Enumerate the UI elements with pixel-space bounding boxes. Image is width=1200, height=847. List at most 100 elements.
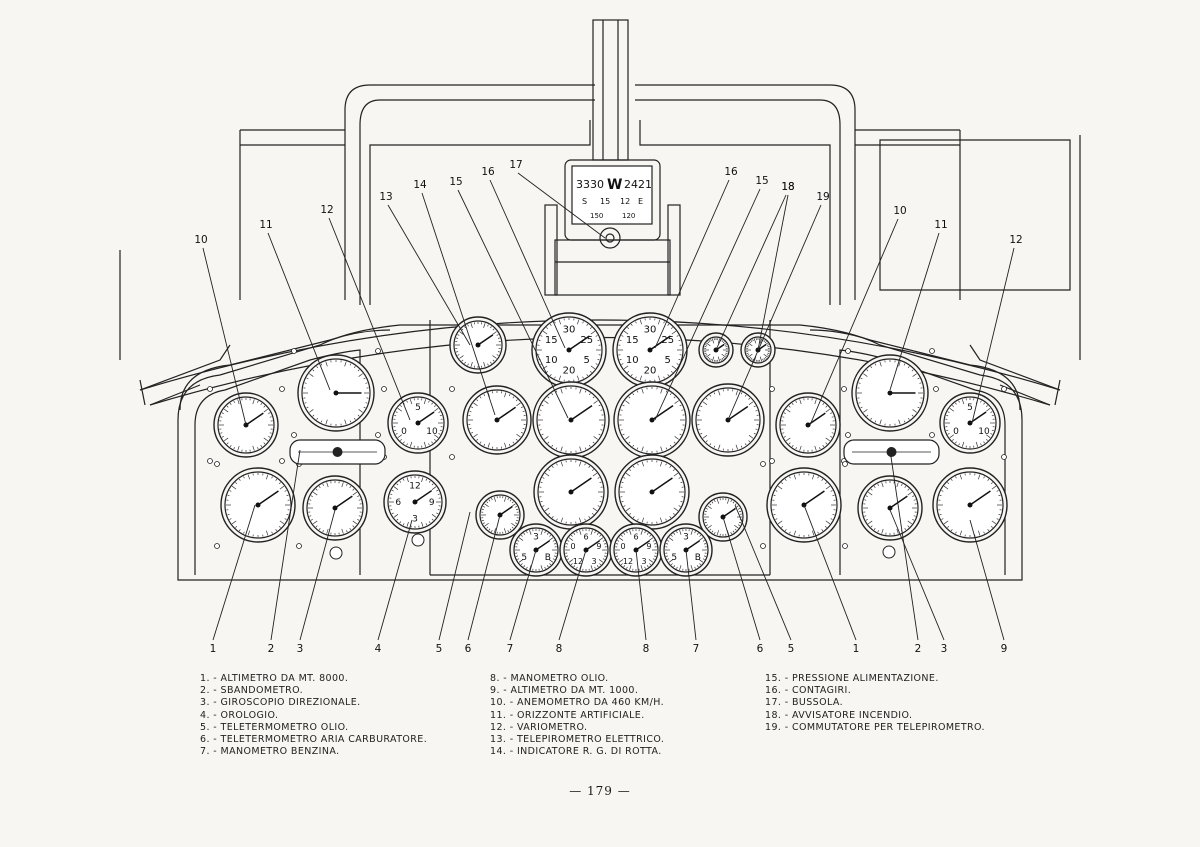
callout-bottom-1-line <box>270 449 301 641</box>
center-post <box>592 19 629 161</box>
callout-bottom-5: 6 <box>465 643 472 655</box>
oil-pressure-left-needle <box>585 540 601 551</box>
callout-11-right-line <box>889 232 940 391</box>
tachometer-right-needle <box>649 335 671 351</box>
callout-bottom-14-line <box>889 509 945 641</box>
callout-bottom-11-line <box>734 504 792 641</box>
callout-bottom-2-line <box>299 509 336 641</box>
slip-indicator-right <box>843 439 940 465</box>
variometer-right-label-2: 0 <box>953 427 959 437</box>
callout-13-line <box>387 204 471 346</box>
boost-pressure-right-needle <box>651 404 674 421</box>
compass-scale-4: 21 <box>638 178 652 191</box>
directional-gyro-right-needle <box>889 495 908 509</box>
oil-temp-right <box>614 454 690 530</box>
callout-bottom-2: 3 <box>297 643 304 655</box>
callout-15-left: 15 <box>449 176 462 188</box>
oil-temp-left-needle <box>570 477 592 493</box>
compass-sub-0: S <box>582 197 587 206</box>
tachometer-right-label-3: 20 <box>644 365 657 376</box>
compass-sub-2: 12 <box>620 197 630 206</box>
callout-bottom-6-line <box>509 549 537 641</box>
clock-label-2: 3 <box>412 515 418 525</box>
compass-scale-3: 24 <box>624 178 638 191</box>
oil-pressure-right-label-3: 12 <box>623 557 633 566</box>
callout-bottom-9: 7 <box>693 643 700 655</box>
altimeter-1000 <box>932 467 1008 543</box>
altimeter-8000-right-needle <box>803 490 825 506</box>
callout-17: 17 <box>509 159 522 171</box>
legend-item-16: 16. - CONTAGIRI. <box>765 685 852 697</box>
fuel-pressure-right-needle <box>685 540 701 551</box>
legend-item-7: 7. - MANOMETRO BENZINA. <box>200 746 340 758</box>
compass-sub-3: E <box>638 197 643 206</box>
boost-pressure-left-needle <box>570 404 593 421</box>
callout-bottom-8-line <box>635 549 647 641</box>
legend-item-12: 12. - VARIOMETRO. <box>490 721 588 733</box>
callout-10-left: 10 <box>194 234 207 246</box>
tachometer-right-label-4: 10 <box>626 355 639 366</box>
variometer-left-label-0: 5 <box>415 403 421 413</box>
fuel-pressure-right-label-2: 5 <box>671 553 677 563</box>
turn-indicator-needle <box>496 406 516 421</box>
oil-pressure-left-label-0: 6 <box>583 532 588 541</box>
legend-item-3: 3. - GIROSCOPIO DIREZIONALE. <box>200 697 361 709</box>
clock-label-3: 6 <box>395 498 401 508</box>
legend-item-11: 11. - ORIZZONTE ARTIFICIALE. <box>490 709 645 721</box>
callout-bottom-7-line <box>558 549 587 641</box>
callout-14: 14 <box>413 179 427 191</box>
callout-16-right-line <box>654 179 730 349</box>
callout-bottom-7: 8 <box>556 643 563 655</box>
callout-bottom-13: 2 <box>915 643 922 655</box>
compass-scale: 33 30 W 24 21 S 15 12 E 150 120 <box>576 177 652 220</box>
callout-10-left-line <box>202 247 247 426</box>
tachometer-right-label-0: 30 <box>644 325 657 336</box>
panel-knob-2 <box>411 533 425 547</box>
callout-bottom-4: 5 <box>436 643 443 655</box>
legend-item-19: 19. - COMMUTATORE PER TELEPIROMETRO. <box>765 721 985 733</box>
pyrometer-selector-needle <box>727 405 749 421</box>
callout-12-left: 12 <box>320 204 333 216</box>
legend-item-5: 5. - TELETERMOMETRO OLIO. <box>200 721 349 733</box>
legend-item-2: 2. - SBANDOMETRO. <box>200 685 303 697</box>
compass-sub-1: 15 <box>600 197 610 206</box>
callout-18-line <box>715 194 787 351</box>
legend-item-1: 1. - ALTIMETRO DA MT. 8000. <box>200 673 349 684</box>
callout-18b-line <box>757 194 789 351</box>
tachometer-left-label-1: 25 <box>580 335 593 346</box>
callout-10-right-line <box>809 218 899 426</box>
airspeed-indicator-left-needle <box>245 412 264 426</box>
fuel-pressure-left-needle <box>535 540 551 551</box>
callout-lines <box>202 172 1015 641</box>
legend-item-13: 13. - TELEPIROMETRO ELETTRICO. <box>490 734 665 746</box>
legend-item-9: 9. - ALTIMETRO DA MT. 1000. <box>490 685 639 697</box>
tachometer-left-label-0: 30 <box>563 325 576 336</box>
callout-bottom-10: 6 <box>757 643 764 655</box>
pyrometer-needle <box>477 334 494 346</box>
tachometer-right-label-5: 15 <box>626 335 639 346</box>
pyrometer <box>449 316 507 374</box>
callout-bottom-3: 4 <box>375 643 382 655</box>
compass-scale-2: W <box>607 177 622 193</box>
legend-item-6: 6. - TELETERMOMETRO ARIA CARBURATORE. <box>200 734 428 746</box>
compass-lower-0: 150 <box>590 212 603 220</box>
altimeter-8000-left <box>214 461 302 549</box>
directional-gyro-left <box>302 475 368 541</box>
legend-column-1: 1. - ALTIMETRO DA MT. 8000. 2. - SBANDOM… <box>200 673 427 758</box>
page-number: — 179 — <box>569 784 631 798</box>
tachometer-left-label-4: 10 <box>545 355 558 366</box>
callout-18b: 18 <box>781 181 794 193</box>
variometer-right-label-1: 10 <box>978 427 990 437</box>
legend-column-2: 8. - MANOMETRO OLIO. 9. - ALTIMETRO DA M… <box>490 673 664 758</box>
legend-item-17: 17. - BUSSOLA. <box>765 697 844 709</box>
callout-18: 18 <box>781 181 794 193</box>
callout-bottom-12: 1 <box>853 643 860 655</box>
instrument-gauges: 51001293630255201015302552010153B5693120… <box>207 312 1008 577</box>
variometer-left-needle <box>417 411 435 424</box>
boost-pressure-right <box>613 381 691 459</box>
legend-item-18: 18. - AVVISATORE INCENDIO. <box>765 709 913 721</box>
compass-lower-1: 120 <box>622 212 635 220</box>
oil-temp-right-needle <box>651 477 673 493</box>
